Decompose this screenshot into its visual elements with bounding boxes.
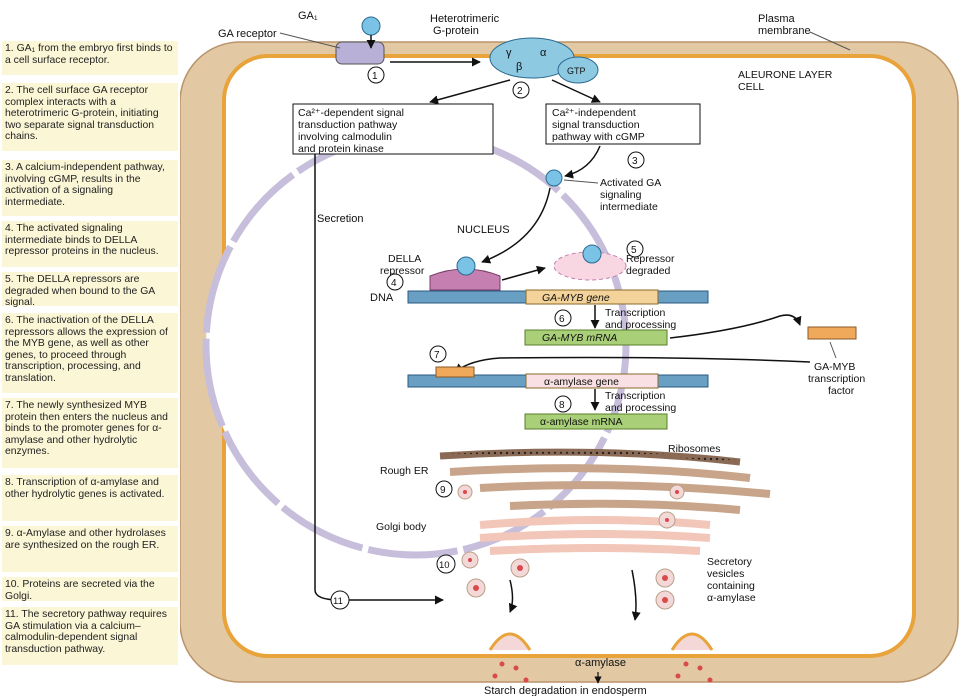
ga-receptor bbox=[335, 41, 385, 65]
svg-text:transduction pathway: transduction pathway bbox=[298, 119, 398, 131]
svg-text:Ca²⁺-independent: Ca²⁺-independent bbox=[552, 107, 636, 119]
aleurone-label: ALEURONE LAYER bbox=[738, 69, 833, 81]
svg-text:8: 8 bbox=[559, 400, 565, 411]
golgi-body bbox=[479, 516, 711, 555]
svg-text:signaling: signaling bbox=[600, 189, 642, 201]
step-markers: 1 2 3 4 5 6 7 8 9 10 11 bbox=[330, 66, 645, 610]
ribosomes-label: Ribosomes bbox=[668, 443, 721, 455]
svg-text:and protein kinase: and protein kinase bbox=[298, 143, 384, 155]
svg-text:Ca²⁺-dependent signal: Ca²⁺-dependent signal bbox=[298, 107, 404, 119]
svg-text:γ: γ bbox=[506, 47, 512, 59]
step-10: 10. Proteins are secreted via the Golgi. bbox=[2, 577, 178, 602]
svg-text:5: 5 bbox=[631, 245, 637, 256]
bound-tf bbox=[435, 366, 475, 378]
svg-text:2: 2 bbox=[517, 86, 523, 97]
svg-text:β: β bbox=[516, 61, 522, 73]
activated-ga-label: Activated GA bbox=[600, 177, 661, 189]
ca-independent-box bbox=[545, 103, 701, 145]
step-1: 1. GA₁ from the embryo first binds to a … bbox=[2, 41, 178, 75]
alpha-amylase-gene bbox=[525, 373, 659, 389]
svg-text:α-amylase: α-amylase bbox=[707, 592, 756, 604]
secretory-vesicles bbox=[457, 484, 685, 610]
rough-er-label: Rough ER bbox=[380, 465, 429, 477]
g-protein-label: Heterotrimeric bbox=[430, 13, 500, 25]
transcription-label-2: Transcription bbox=[605, 390, 665, 402]
nucleus-label: NUCLEUS bbox=[457, 224, 510, 236]
step-5: 5. The DELLA repressors are degraded whe… bbox=[2, 272, 178, 308]
ga-myb-mrna bbox=[524, 329, 668, 346]
ga-myb-tf-label: GA-MYB bbox=[814, 361, 855, 373]
svg-text:9: 9 bbox=[440, 485, 446, 496]
svg-text:and processing: and processing bbox=[605, 319, 676, 331]
step-9: 9. α-Amylase and other hydrolases are sy… bbox=[2, 526, 178, 572]
svg-text:involving calmodulin: involving calmodulin bbox=[298, 131, 392, 143]
activated-ga-intermediate bbox=[545, 169, 563, 187]
alpha-amylase-label: α-amylase bbox=[575, 657, 626, 669]
svg-text:GTP: GTP bbox=[567, 66, 586, 76]
step-3: 3. A calcium-independent pathway, involv… bbox=[2, 160, 178, 216]
svg-text:G-protein: G-protein bbox=[433, 25, 479, 37]
svg-text:CELL: CELL bbox=[738, 81, 764, 93]
svg-text:α: α bbox=[540, 47, 547, 59]
svg-text:GA-MYB mRNA: GA-MYB mRNA bbox=[542, 332, 617, 344]
golgi-label: Golgi body bbox=[376, 521, 427, 533]
ga-myb-gene bbox=[525, 289, 659, 305]
svg-text:7: 7 bbox=[434, 350, 440, 361]
svg-text:1: 1 bbox=[372, 71, 378, 82]
svg-text:10: 10 bbox=[439, 560, 450, 571]
step-list: 1. GA₁ from the embryo first binds to a … bbox=[0, 0, 180, 696]
g-protein: γ α β GTP bbox=[489, 37, 599, 84]
dna-label: DNA bbox=[370, 292, 394, 304]
step-2: 2. The cell surface GA receptor complex … bbox=[2, 83, 178, 151]
svg-text:11: 11 bbox=[333, 596, 343, 607]
secretory-vesicles-label: Secretory bbox=[707, 556, 753, 568]
secretion-label: Secretion bbox=[317, 213, 363, 225]
step-4: 4. The activated signaling intermediate … bbox=[2, 221, 178, 267]
ga1-molecule bbox=[361, 16, 381, 36]
svg-text:degraded: degraded bbox=[626, 265, 671, 277]
alpha-amylase-mrna bbox=[524, 413, 668, 430]
svg-text:α-amylase mRNA: α-amylase mRNA bbox=[540, 416, 623, 428]
transcription-label-1: Transcription bbox=[605, 307, 665, 319]
svg-text:6: 6 bbox=[559, 314, 565, 325]
svg-text:vesicles: vesicles bbox=[707, 568, 744, 580]
plasma-membrane-label: Plasma bbox=[758, 13, 796, 25]
svg-text:factor: factor bbox=[828, 385, 855, 397]
ca-dependent-box bbox=[292, 103, 494, 155]
degraded-repressor bbox=[553, 251, 627, 281]
rough-er bbox=[439, 448, 771, 514]
svg-text:repressor: repressor bbox=[380, 265, 425, 277]
svg-text:containing: containing bbox=[707, 580, 755, 592]
svg-text:3: 3 bbox=[632, 156, 638, 167]
della-label: DELLA bbox=[388, 253, 421, 265]
exocytosis-sites bbox=[488, 632, 714, 683]
step-11: 11. The secretory pathway requires GA st… bbox=[2, 607, 178, 665]
svg-text:and processing: and processing bbox=[605, 402, 676, 414]
svg-text:membrane: membrane bbox=[758, 25, 811, 37]
starch-label: Starch degradation in endosperm bbox=[484, 685, 647, 696]
ga1-label: GA₁ bbox=[298, 10, 318, 22]
ga-receptor-label: GA receptor bbox=[218, 28, 277, 40]
svg-text:pathway with cGMP: pathway with cGMP bbox=[552, 131, 645, 143]
ga-myb-tf bbox=[807, 326, 857, 340]
svg-text:signal transduction: signal transduction bbox=[552, 119, 640, 131]
step-6: 6. The inactivation of the DELLA repress… bbox=[2, 313, 178, 393]
svg-text:intermediate: intermediate bbox=[600, 201, 658, 213]
svg-text:α-amylase gene: α-amylase gene bbox=[544, 376, 619, 388]
step-8: 8. Transcription of α-amylase and other … bbox=[2, 475, 178, 521]
svg-text:4: 4 bbox=[391, 278, 397, 289]
signaling-diagram: NUCLEUS GA₁ GA receptor γ α β GTP Hetero… bbox=[180, 10, 959, 696]
svg-text:GA-MYB gene: GA-MYB gene bbox=[542, 292, 610, 304]
step-7: 7. The newly synthesized MYB protein the… bbox=[2, 398, 178, 468]
svg-text:transcription: transcription bbox=[808, 373, 865, 385]
